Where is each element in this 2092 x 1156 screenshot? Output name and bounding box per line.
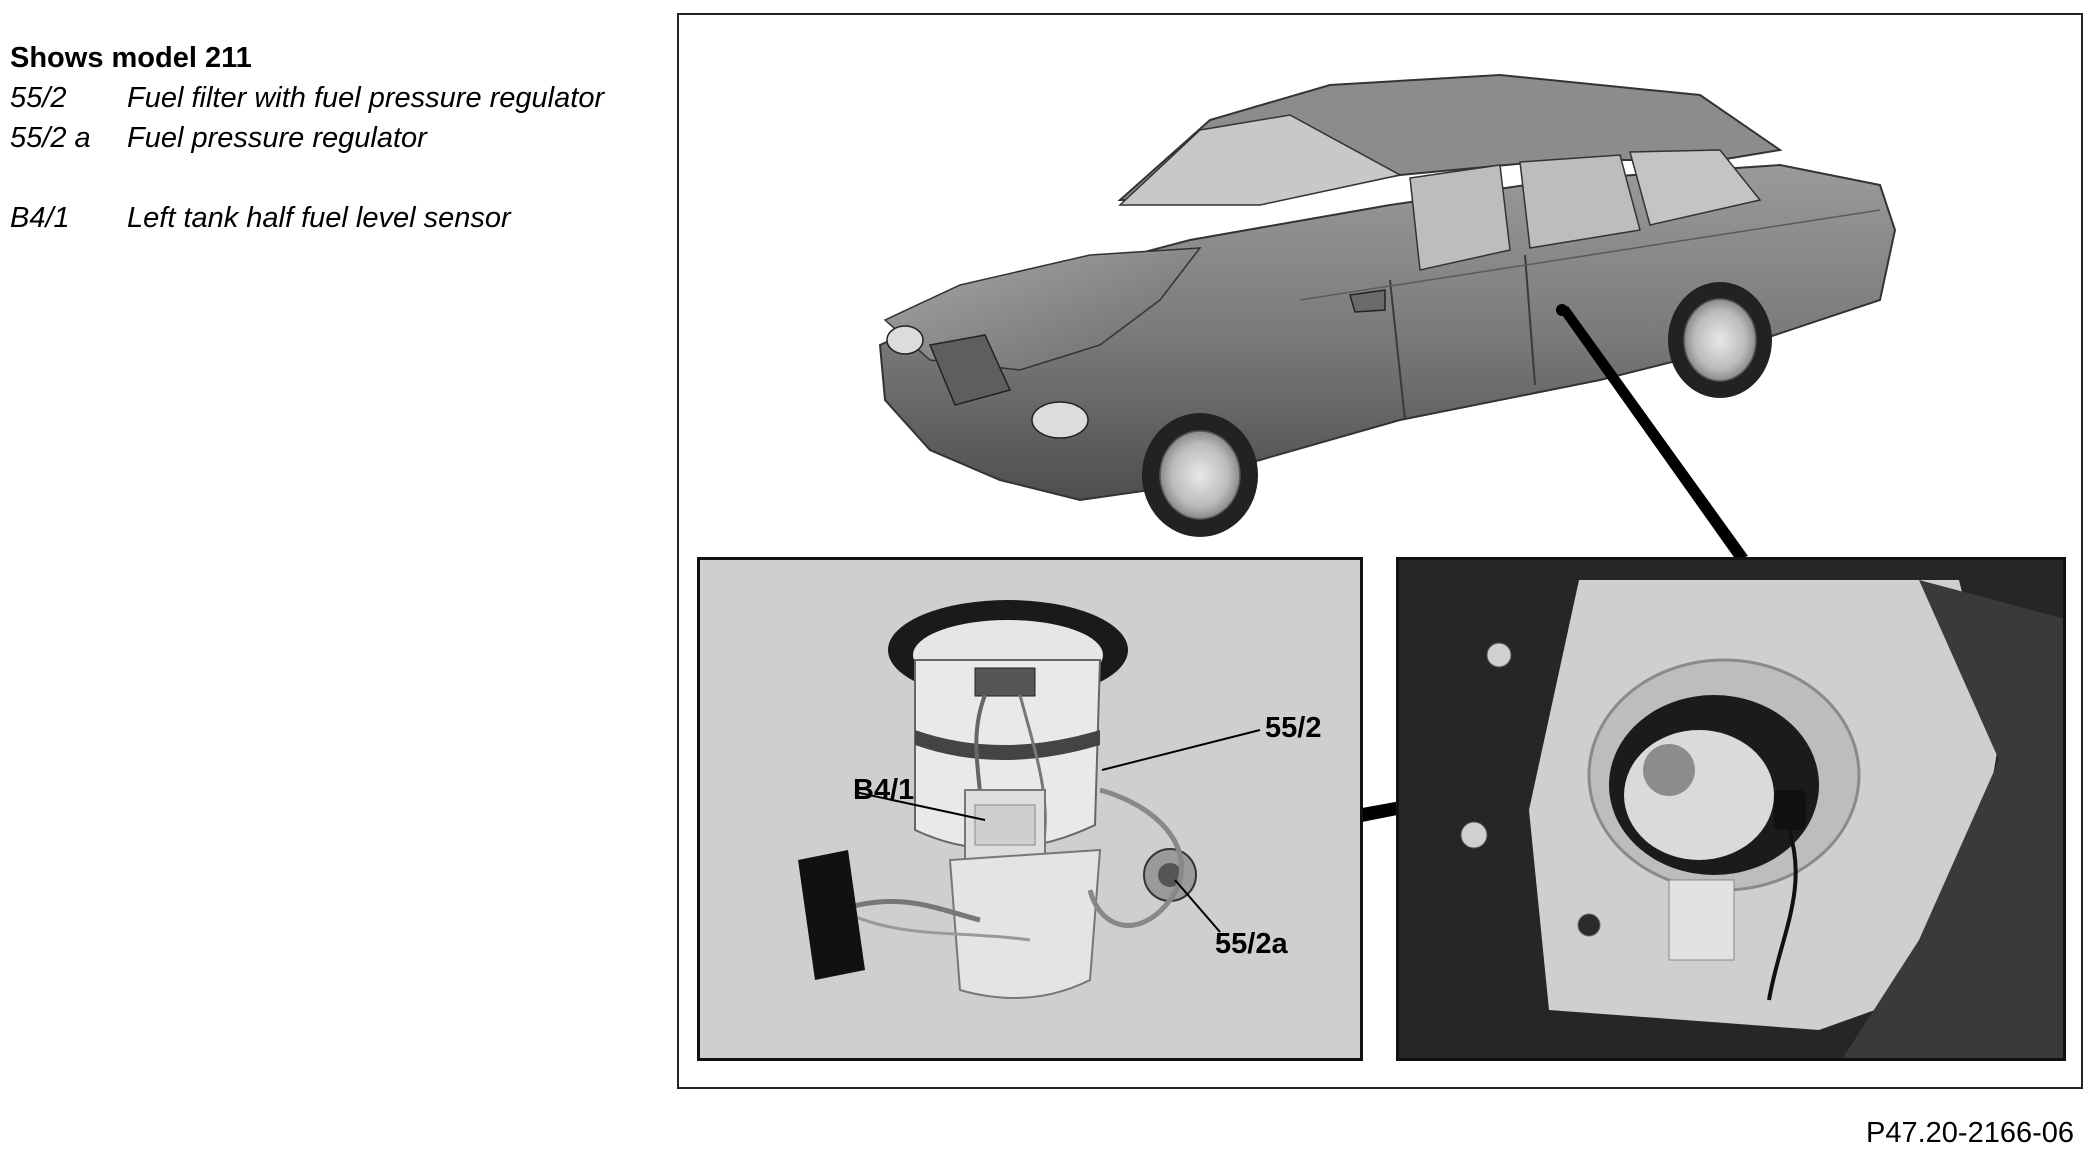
legend-item: 55/2 Fuel filter with fuel pressure regu… bbox=[10, 78, 670, 118]
inset-fuel-pump-module bbox=[697, 557, 1363, 1061]
car-side-window bbox=[1409, 164, 1511, 271]
legend-code: 55/2 bbox=[10, 82, 67, 114]
legend-item: 55/2 a Fuel pressure regulator bbox=[10, 118, 670, 158]
figure-reference-number: P47.20-2166-06 bbox=[1866, 1117, 2074, 1149]
fuel-pump-module-illustration bbox=[798, 600, 1261, 999]
legend-description: Fuel pressure regulator bbox=[127, 122, 427, 154]
leader-car-to-inset bbox=[1560, 306, 1748, 560]
car-grille bbox=[928, 334, 1012, 406]
car-headlight bbox=[1031, 401, 1089, 439]
legend-title: Shows model 211 bbox=[10, 42, 252, 74]
car-headlight bbox=[886, 325, 924, 355]
callout-fuel-pressure-regulator: 55/2a bbox=[1215, 928, 1288, 960]
legend: Shows model 211 55/2 Fuel filter with fu… bbox=[10, 40, 670, 238]
car-side-window bbox=[1519, 154, 1641, 249]
legend-code: 55/2 a bbox=[10, 122, 91, 154]
inset-tank-opening bbox=[1396, 557, 2066, 1061]
legend-item: B4/1 Left tank half fuel level sensor bbox=[10, 198, 670, 238]
tank-opening-photo bbox=[1399, 560, 2063, 1058]
legend-code: B4/1 bbox=[10, 202, 70, 234]
legend-description: Left tank half fuel level sensor bbox=[127, 202, 511, 234]
car-mirror bbox=[1349, 289, 1386, 313]
car-side-window bbox=[1629, 149, 1762, 226]
car-windshield bbox=[1118, 114, 1403, 206]
legend-description: Fuel filter with fuel pressure regulator bbox=[127, 82, 605, 114]
callout-fuel-filter: 55/2 bbox=[1265, 712, 1322, 744]
callout-fuel-level-sensor: B4/1 bbox=[853, 774, 915, 806]
